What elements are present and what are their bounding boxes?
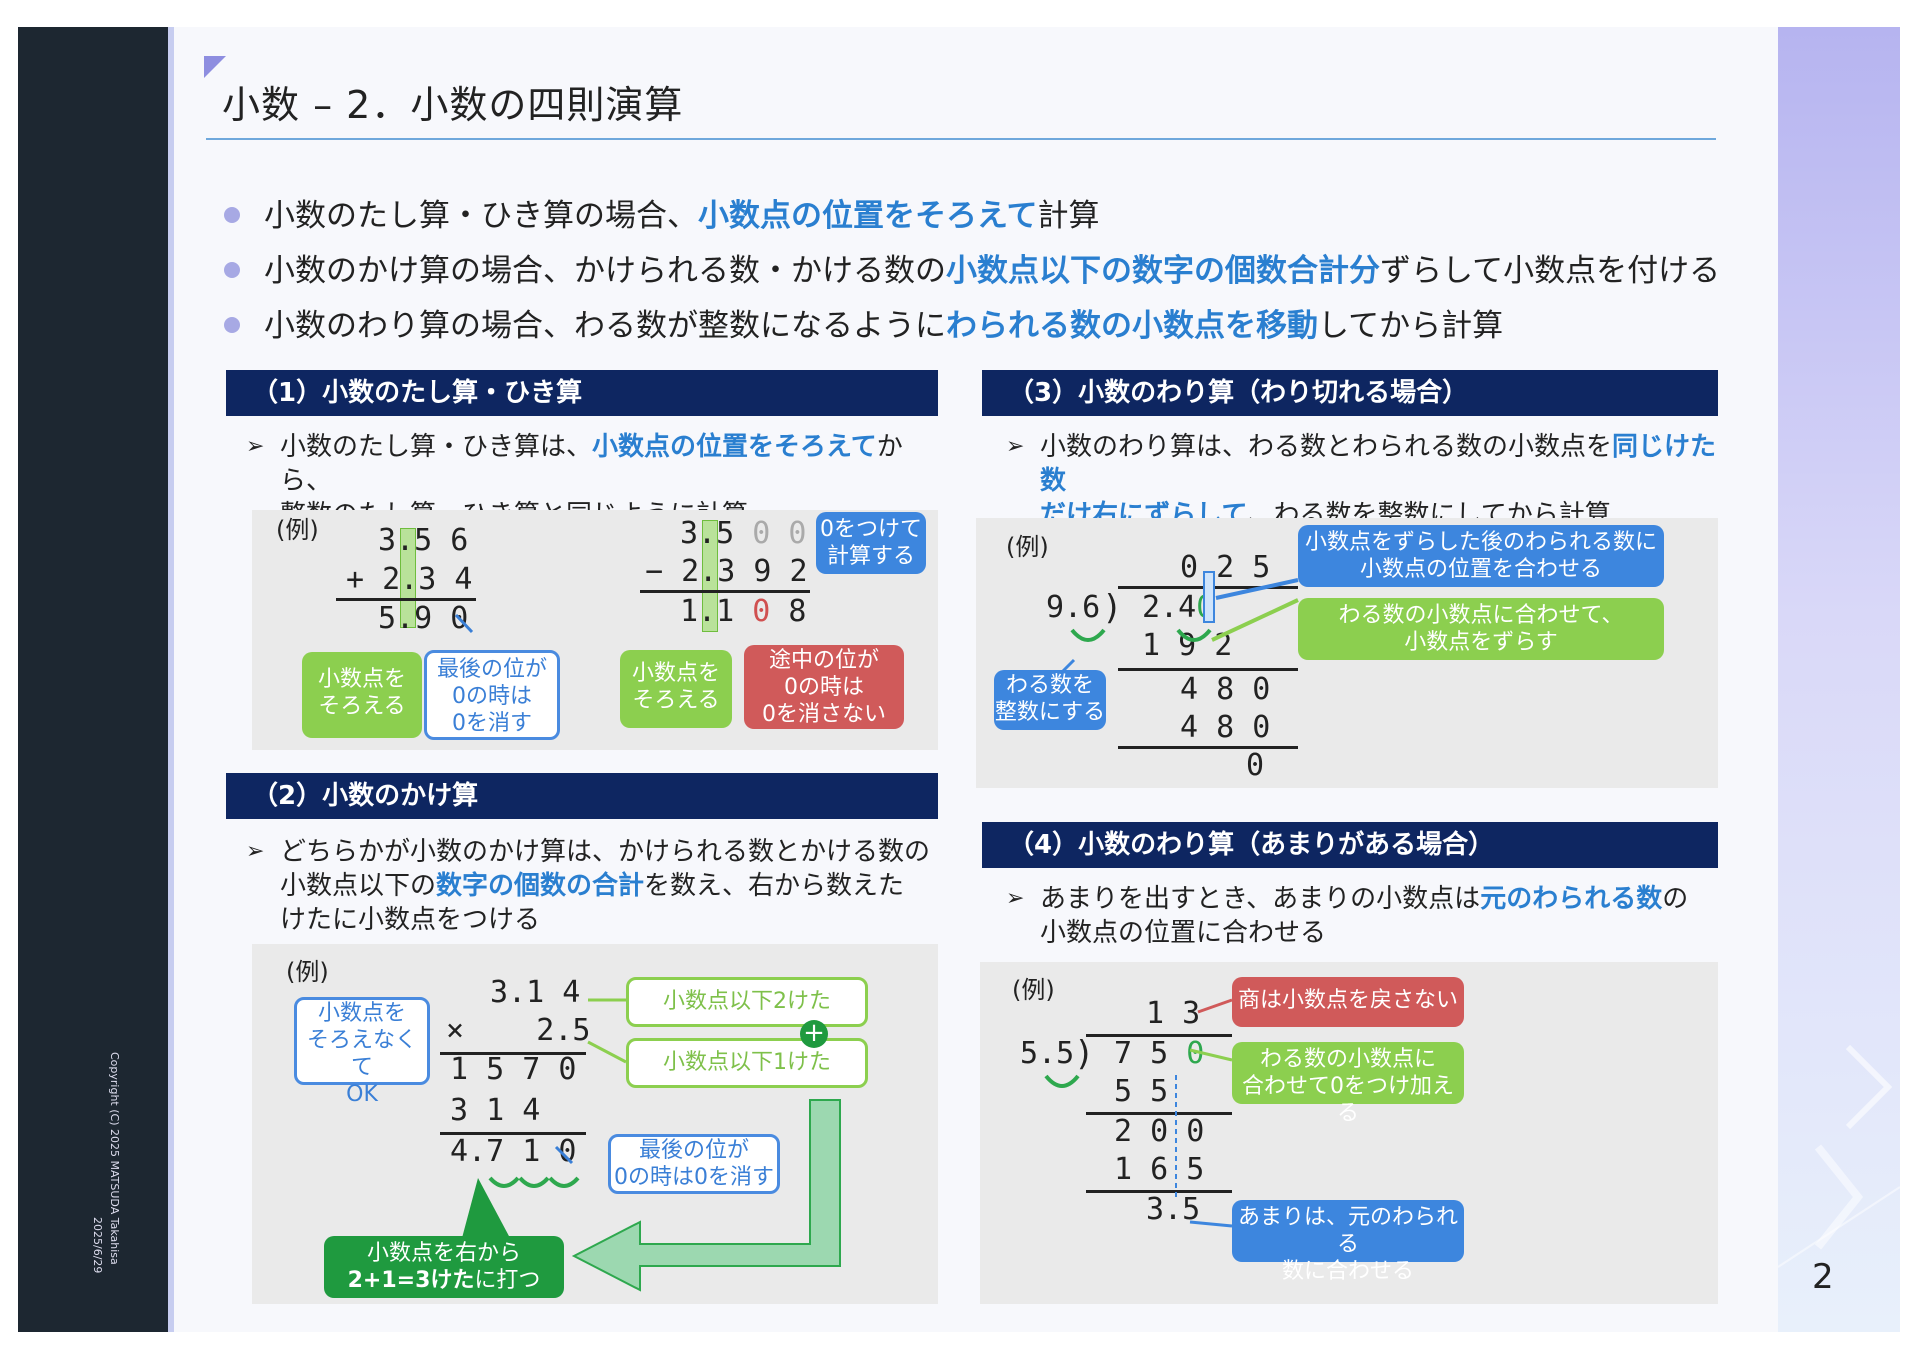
callout-two-places: 小数点以下2けた — [626, 977, 868, 1027]
curve-arrow-icon — [1176, 628, 1212, 642]
callout-add-zeros: 0をつけて 計算する — [816, 512, 926, 574]
div3-row4: 0 — [1246, 748, 1265, 783]
section4-text: ➢ あまりを出すとき、あまりの小数点は元のわられる数の 小数点の位置に合わせる — [1006, 884, 1689, 948]
section-heading-add-sub: （1）小数のたし算・ひき算 — [226, 370, 938, 416]
strike-zero-icon — [554, 1145, 574, 1165]
connector-line — [1215, 578, 1299, 600]
add-operand-b: + 2.3 4 — [346, 562, 473, 597]
mul-operand-b: × 2.5 — [446, 1013, 591, 1048]
callout-remove-last-zero: 最後の位が 0の時は 0を消す — [424, 650, 560, 740]
big-return-arrow-icon — [571, 1099, 841, 1292]
connector-line — [1189, 1220, 1233, 1228]
callout-remove-last-zero: 最後の位が 0の時は0を消す — [608, 1134, 780, 1194]
callout-one-place: 小数点以下1けた — [626, 1038, 868, 1088]
callout-shift-decimal: わる数の小数点に合わせて、 小数点をずらす — [1298, 598, 1664, 660]
bullet-dot-icon — [224, 316, 240, 333]
callout-remainder-decimal: あまりは、元のわられる 数に合わせる — [1232, 1200, 1464, 1284]
div4-row3: 1 6 5 — [1114, 1152, 1205, 1187]
example-label: (例) — [276, 516, 319, 544]
div4-dividend: 7 5 0 — [1114, 1036, 1205, 1071]
mul-result: 4.7 1 0 — [450, 1134, 577, 1169]
curve-arrow-icon — [1044, 1074, 1080, 1088]
div4-divisor: 5.5 — [1020, 1036, 1075, 1071]
bullet-addition: 小数のたし算・ひき算の場合、小数点の位置をそろえて計算 — [224, 190, 1099, 235]
chevron-decoration-icon — [1777, 1044, 1900, 1268]
title-underline — [206, 138, 1716, 140]
callout-align-decimal: 小数点を そろえる — [302, 652, 422, 738]
callout-align-decimal-2: 小数点を そろえる — [620, 650, 732, 728]
add-result: 5.9 0 — [378, 601, 469, 636]
div3-divisor: 9.6 — [1046, 590, 1101, 625]
callout-keep-middle-zero: 途中の位が 0の時は 0を消さない — [744, 645, 904, 729]
left-sidebar-bar — [18, 27, 168, 1332]
bullet-dot-icon — [224, 206, 240, 223]
bullet-dot-icon — [224, 261, 240, 278]
title-triangle-icon — [204, 56, 226, 78]
subtract-line — [1086, 1190, 1232, 1193]
curve-arrow-icon — [1070, 628, 1106, 642]
subtract-line — [1118, 746, 1298, 749]
arrow-bullet-icon: ➢ — [246, 839, 265, 864]
connector-line — [1197, 998, 1233, 1014]
division-bracket-icon: ) — [1102, 588, 1123, 628]
decimal-highlight — [1203, 571, 1215, 623]
div4-row2: 2 0 0 — [1114, 1114, 1205, 1149]
strike-zero-icon — [454, 613, 474, 634]
example-label: (例) — [1006, 533, 1049, 561]
division-bar — [1086, 1034, 1232, 1037]
decimal-align-highlight — [702, 520, 718, 632]
section2-text: ➢ どちらかが小数のかけ算は、かけられる数とかける数の 小数点以下の数字の個数の… — [246, 837, 931, 935]
mul-operand-a: 3.1 4 — [490, 975, 581, 1010]
div4-quotient: 1 3 — [1146, 996, 1201, 1031]
product-line — [440, 1132, 586, 1135]
div3-row3: 4 8 0 — [1180, 710, 1271, 745]
section-heading-multiplication: （2）小数のかけ算 — [226, 773, 938, 819]
callout-make-integer: わる数を 整数にする — [994, 670, 1106, 730]
arrow-bullet-icon: ➢ — [1006, 886, 1025, 911]
arrow-bullet-icon: ➢ — [246, 434, 265, 459]
example-label: (例) — [1012, 976, 1055, 1004]
plus-icon: + — [800, 1020, 828, 1048]
product-line — [440, 1052, 586, 1055]
div3-row2: 4 8 0 — [1180, 672, 1271, 707]
sidebar-accent-stripe — [168, 27, 174, 1332]
callout-no-return-decimal: 商は小数点を戻さない — [1232, 977, 1464, 1027]
connector-line — [1189, 1048, 1233, 1062]
page-title: 小数 – 2．小数の四則演算 — [222, 83, 684, 127]
add-operand-a: 3.5 6 — [378, 523, 469, 558]
subtract-line — [1118, 668, 1298, 671]
sum-line — [336, 598, 476, 601]
sub-operand-b: − 2.3 9 2 — [645, 554, 808, 589]
connector-line — [1211, 598, 1299, 642]
callout-pointer — [462, 1178, 510, 1238]
sub-operand-a: 3.5 0 0 — [680, 516, 807, 551]
bullet-multiplication: 小数のかけ算の場合、かけられる数・かける数の小数点以下の数字の個数合計分ずらして… — [224, 245, 1720, 290]
mul-partial-1: 1 5 7 0 — [450, 1052, 577, 1087]
connector-line — [1060, 658, 1076, 674]
callout-align-quotient-decimal: 小数点をずらした後のわられる数に 小数点の位置を合わせる — [1298, 525, 1664, 587]
example-label: (例) — [286, 958, 329, 986]
subtract-line — [1086, 1112, 1232, 1115]
difference-line — [640, 590, 810, 593]
decimal-align-highlight — [400, 528, 416, 628]
bullet-division: 小数のわり算の場合、わる数が整数になるようにわられる数の小数点を移動してから計算 — [224, 300, 1503, 345]
section-heading-division-remainder: （4）小数のわり算（あまりがある場合） — [982, 822, 1718, 868]
right-decoration-panel — [1777, 27, 1900, 1332]
sub-result: 1.1 0 8 — [680, 594, 807, 629]
page-number: 2 — [1812, 1257, 1834, 1297]
curve-arrow-icon — [488, 1176, 580, 1188]
arrow-bullet-icon: ➢ — [1006, 434, 1025, 459]
connector-line — [587, 1040, 627, 1064]
division-bracket-icon: ) — [1074, 1034, 1095, 1074]
div4-row1: 5 5 — [1114, 1074, 1169, 1109]
callout-add-zero: わる数の小数点に 合わせて0をつけ加える — [1232, 1042, 1464, 1126]
mul-partial-2: 3 1 4 — [450, 1093, 541, 1128]
callout-no-align-ok: 小数点を そろえなくて OK — [294, 997, 430, 1107]
section-heading-division-exact: （3）小数のわり算（わり切れる場合） — [982, 370, 1718, 416]
